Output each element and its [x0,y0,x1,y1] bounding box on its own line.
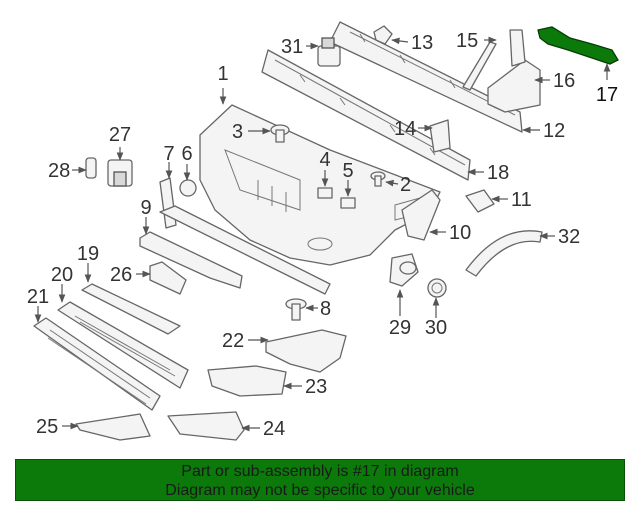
callout-21: 21 [27,286,49,308]
part-32-arch-trim [465,230,543,277]
part-9-spoiler [139,231,243,289]
callout-4: 4 [319,149,330,171]
part-31-sensor [317,37,341,67]
part-23-fog-trim [207,365,287,397]
callout-17: 17 [596,84,618,106]
part-2-clip [370,171,386,187]
callout-13: 13 [411,32,433,54]
callout-26: 26 [110,264,132,286]
callout-8: 8 [320,298,331,320]
part-24-trim [167,411,245,441]
callout-31: 31 [281,36,303,58]
banner-line-2: Diagram may not be specific to your vehi… [165,482,475,499]
part-18-energy-absorber [261,49,471,181]
callout-14: 14 [394,118,416,140]
banner-line-1: Part or sub-assembly is #17 in diagram [181,463,459,480]
callout-2: 2 [400,174,411,196]
part-4-cap [317,187,333,199]
callout-16: 16 [553,70,575,92]
callout-23: 23 [305,376,327,398]
callout-29: 29 [389,317,411,339]
part-25-trim [75,413,151,441]
part-22-air-duct [265,329,347,373]
part-3-clip [270,124,290,143]
part-11-bracket [465,189,495,213]
diagram-notice-banner: Part or sub-assembly is #17 in diagram D… [15,459,625,501]
callout-30: 30 [425,317,447,339]
part-17-highlighted-bracket [537,26,619,65]
callout-24: 24 [263,418,285,440]
part-14-reinforcement [429,119,451,153]
callout-3: 3 [232,121,243,143]
part-30-ring [427,278,447,298]
callout-10: 10 [449,222,471,244]
part-26-license-bracket [149,261,187,295]
callout-1: 1 [217,63,228,85]
part-10-side-bracket [401,189,441,241]
leader-lines [34,36,611,432]
callout-11: 11 [511,189,532,211]
part-28-seal [85,157,97,179]
callout-27: 27 [109,124,131,146]
callout-7: 7 [163,143,174,165]
callout-5: 5 [342,160,353,182]
part-27-sensor [107,159,133,187]
callout-12: 12 [543,120,565,142]
part-5-cap [340,197,356,209]
callout-18: 18 [487,162,509,184]
part-1-bumper-cover [199,104,441,266]
part-16-mounting-bracket [487,29,541,113]
callout-22: 22 [222,330,244,352]
callout-19: 19 [77,243,99,265]
part-8-clip [285,298,307,321]
part-6-round-cover [179,179,197,197]
exploded-parts-diagram: 1 2 3 4 5 6 7 8 9 10 11 12 13 14 15 16 1… [27,21,619,441]
callout-numbers: 1 2 3 4 5 6 7 8 9 10 11 12 13 14 15 16 1… [27,30,618,440]
callout-28: 28 [48,160,70,182]
callout-20: 20 [51,264,73,286]
part-20-grille [57,301,189,389]
part-19-grille [81,283,181,335]
part-21-grille [33,317,161,411]
callout-32: 32 [558,226,580,248]
callout-9: 9 [140,197,151,219]
callout-15: 15 [456,30,478,52]
part-12-bumper-carrier [329,21,523,133]
part-29-sensor [389,253,419,287]
part-13-bracket [373,25,393,45]
part-7-trim-strip [159,177,177,229]
callout-25: 25 [36,416,58,438]
part-lower-trim [159,205,331,295]
callout-6: 6 [181,143,192,165]
